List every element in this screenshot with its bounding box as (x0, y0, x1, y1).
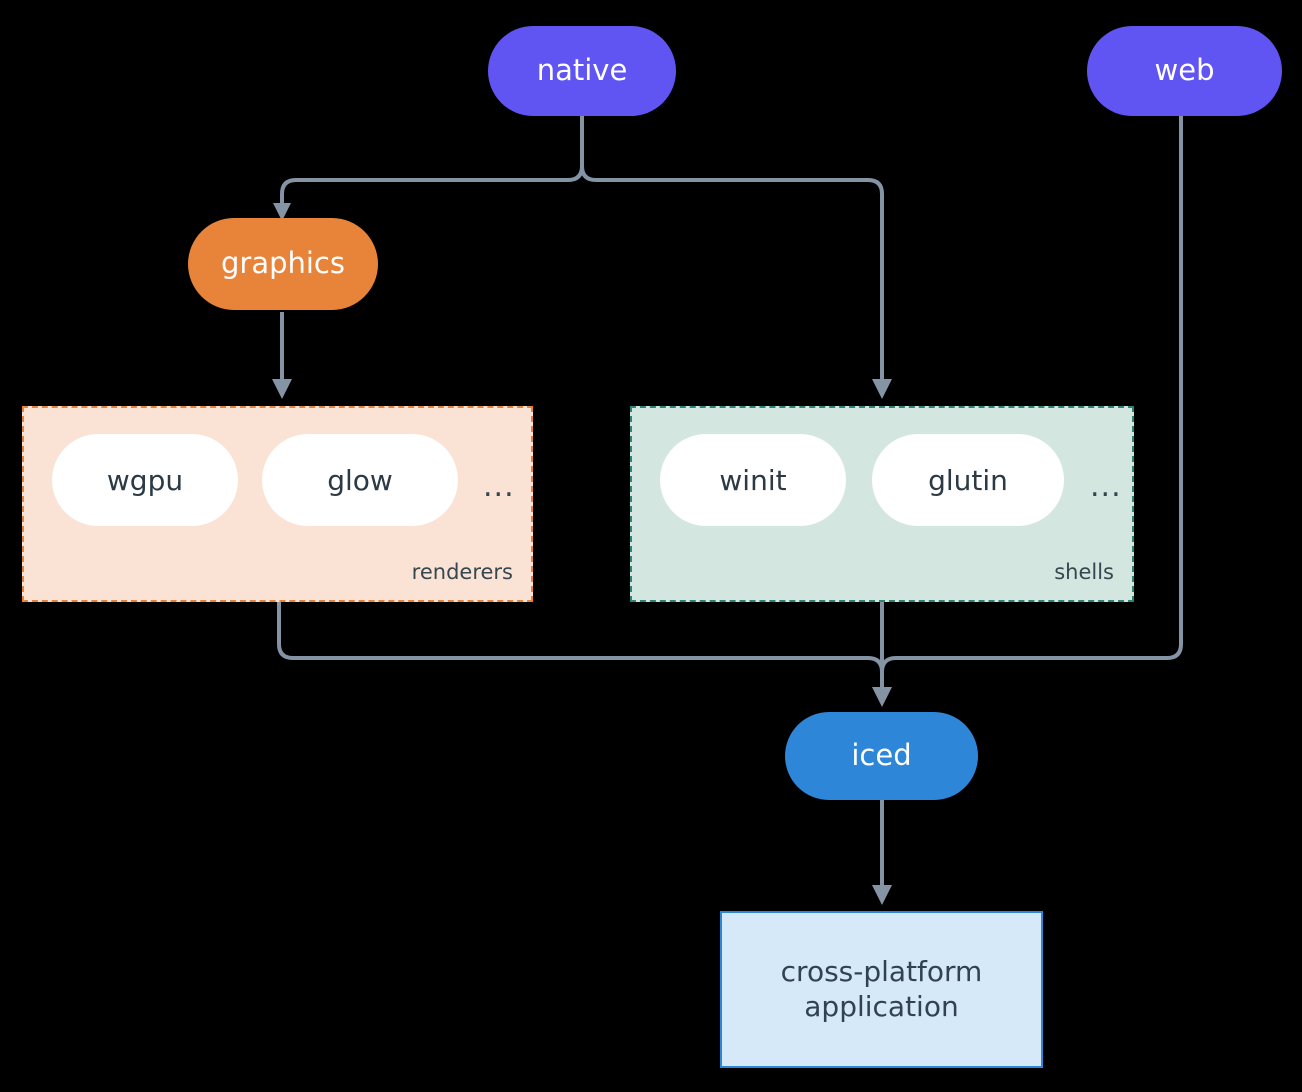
edge-arrowhead-shells (872, 379, 892, 399)
renderers-ellipsis: ... (483, 469, 515, 504)
node-native[interactable]: native (488, 26, 676, 116)
renderer-item-glow-label: glow (327, 463, 393, 497)
renderer-item-wgpu-label: wgpu (106, 463, 184, 497)
node-application[interactable]: cross-platform application (720, 911, 1043, 1068)
shell-item-winit[interactable]: winit (660, 434, 846, 526)
group-shells-label: shells (1054, 560, 1114, 584)
node-iced-label: iced (851, 738, 912, 773)
node-web-label: web (1154, 53, 1215, 88)
renderer-item-glow[interactable]: glow (262, 434, 458, 526)
edge-web-iced (880, 112, 1183, 690)
node-graphics-label: graphics (220, 246, 345, 281)
edge-native-shells (580, 165, 884, 382)
renderer-item-wgpu[interactable]: wgpu (52, 434, 238, 526)
node-native-label: native (536, 53, 628, 88)
edge-arrowhead-iced (872, 687, 892, 707)
group-renderers-label: renderers (411, 560, 513, 584)
node-web[interactable]: web (1087, 26, 1282, 116)
shell-item-glutin[interactable]: glutin (872, 434, 1064, 526)
group-renderers: wgpu glow ... renderers (22, 406, 533, 602)
node-graphics[interactable]: graphics (188, 218, 378, 310)
edge-arrowhead-application (872, 885, 892, 905)
shell-item-glutin-label: glutin (928, 463, 1008, 497)
group-shells: winit glutin ... shells (630, 406, 1134, 602)
node-iced[interactable]: iced (785, 712, 978, 800)
edge-arrowhead-renderers (272, 379, 292, 399)
node-application-label: cross-platform application (780, 955, 983, 1023)
shell-item-winit-label: winit (719, 463, 787, 497)
edge-native-split (280, 112, 584, 206)
shells-ellipsis: ... (1090, 469, 1122, 504)
edge-renderers-iced (277, 602, 884, 690)
